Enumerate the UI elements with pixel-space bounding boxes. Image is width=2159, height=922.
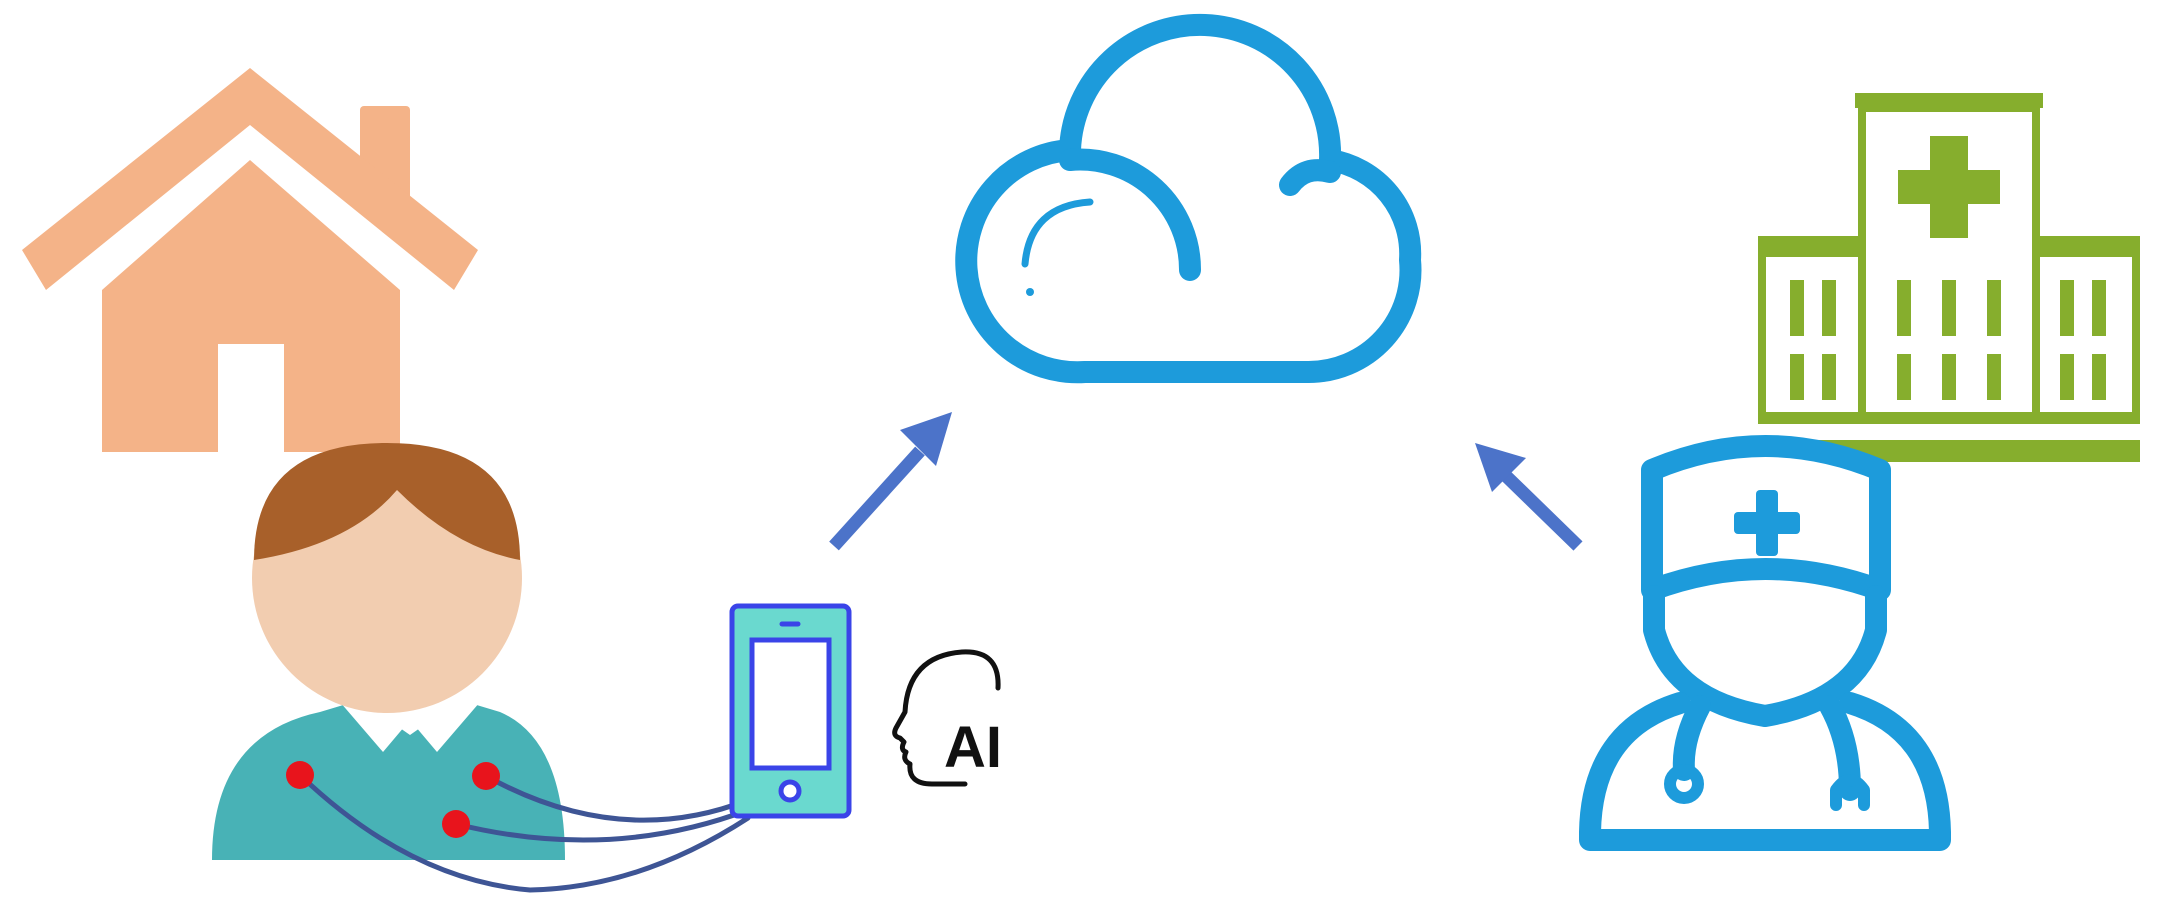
smartphone-icon: [729, 603, 852, 819]
doctor-arrow-icon: [1475, 443, 1583, 551]
patient-icon: [212, 443, 751, 893]
upload-arrow-icon: [829, 412, 952, 551]
ecg-electrodes: [286, 761, 500, 838]
ai-label: AI: [944, 715, 1002, 780]
ecg-wires: [297, 772, 751, 893]
house-icon: [22, 68, 478, 452]
doctor-icon: [1579, 435, 1951, 851]
doctor-cap-cross-icon: [1734, 490, 1800, 556]
patient-hair: [254, 443, 520, 560]
hospital-building-icon: [1758, 93, 2140, 462]
patient-shirt: [212, 700, 565, 860]
cloud-icon: [955, 13, 1422, 384]
ai-head-icon: AI: [892, 649, 1002, 787]
